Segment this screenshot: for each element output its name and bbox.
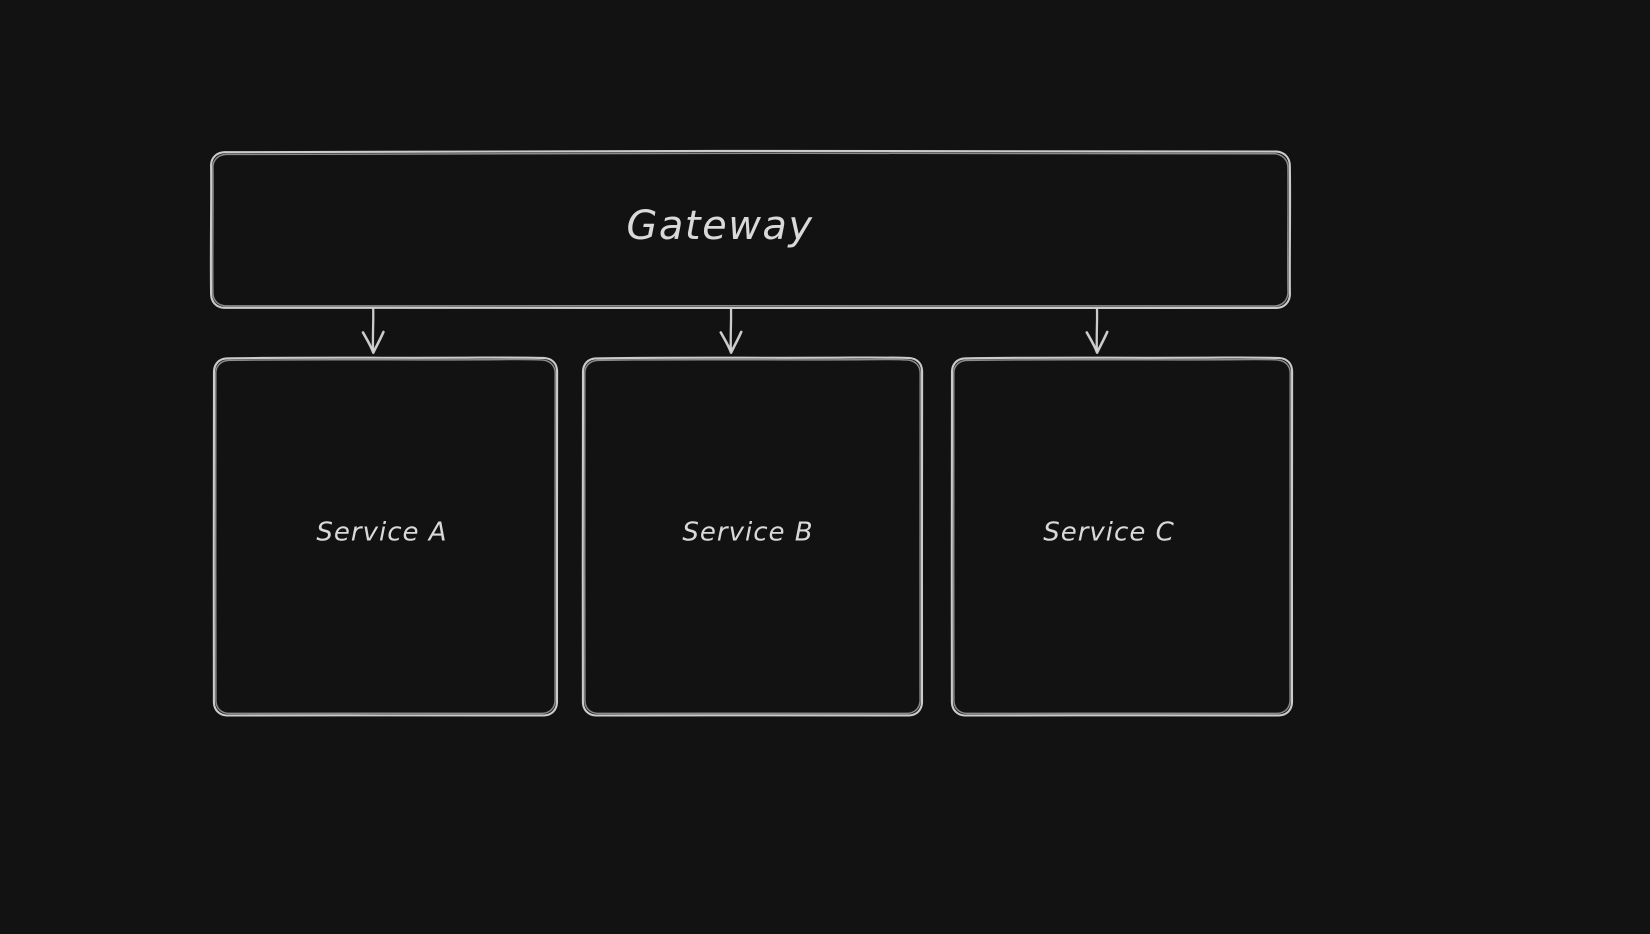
- service-c-label: Service C: [1043, 518, 1175, 548]
- service-c-box-outline: [950, 356, 1294, 717]
- arrowhead-icon: [361, 330, 385, 354]
- gateway-box-outline-secondary: [212, 152, 1289, 307]
- arrowhead-icon: [719, 330, 743, 354]
- arrowhead-icon: [1085, 330, 1109, 354]
- gateway-box-outline: [209, 149, 1292, 310]
- edge-gateway-service-c: [1085, 307, 1109, 354]
- node-gateway[interactable]: Gateway: [209, 149, 1292, 310]
- edge-gateway-service-b: [719, 307, 743, 354]
- service-b-box-outline: [581, 356, 924, 717]
- node-service-b[interactable]: Service B: [581, 356, 924, 717]
- service-a-label: Service A: [316, 518, 447, 548]
- service-a-box-outline: [212, 356, 559, 717]
- service-a-box-outline-secondary: [214, 358, 557, 715]
- node-service-c[interactable]: Service C: [950, 356, 1294, 717]
- gateway-label: Gateway: [626, 203, 813, 249]
- service-b-box-outline-secondary: [583, 358, 922, 715]
- edge-gateway-service-a: [361, 307, 385, 354]
- node-service-a[interactable]: Service A: [212, 356, 559, 717]
- service-c-box-outline-secondary: [952, 358, 1292, 715]
- service-b-label: Service B: [682, 518, 813, 548]
